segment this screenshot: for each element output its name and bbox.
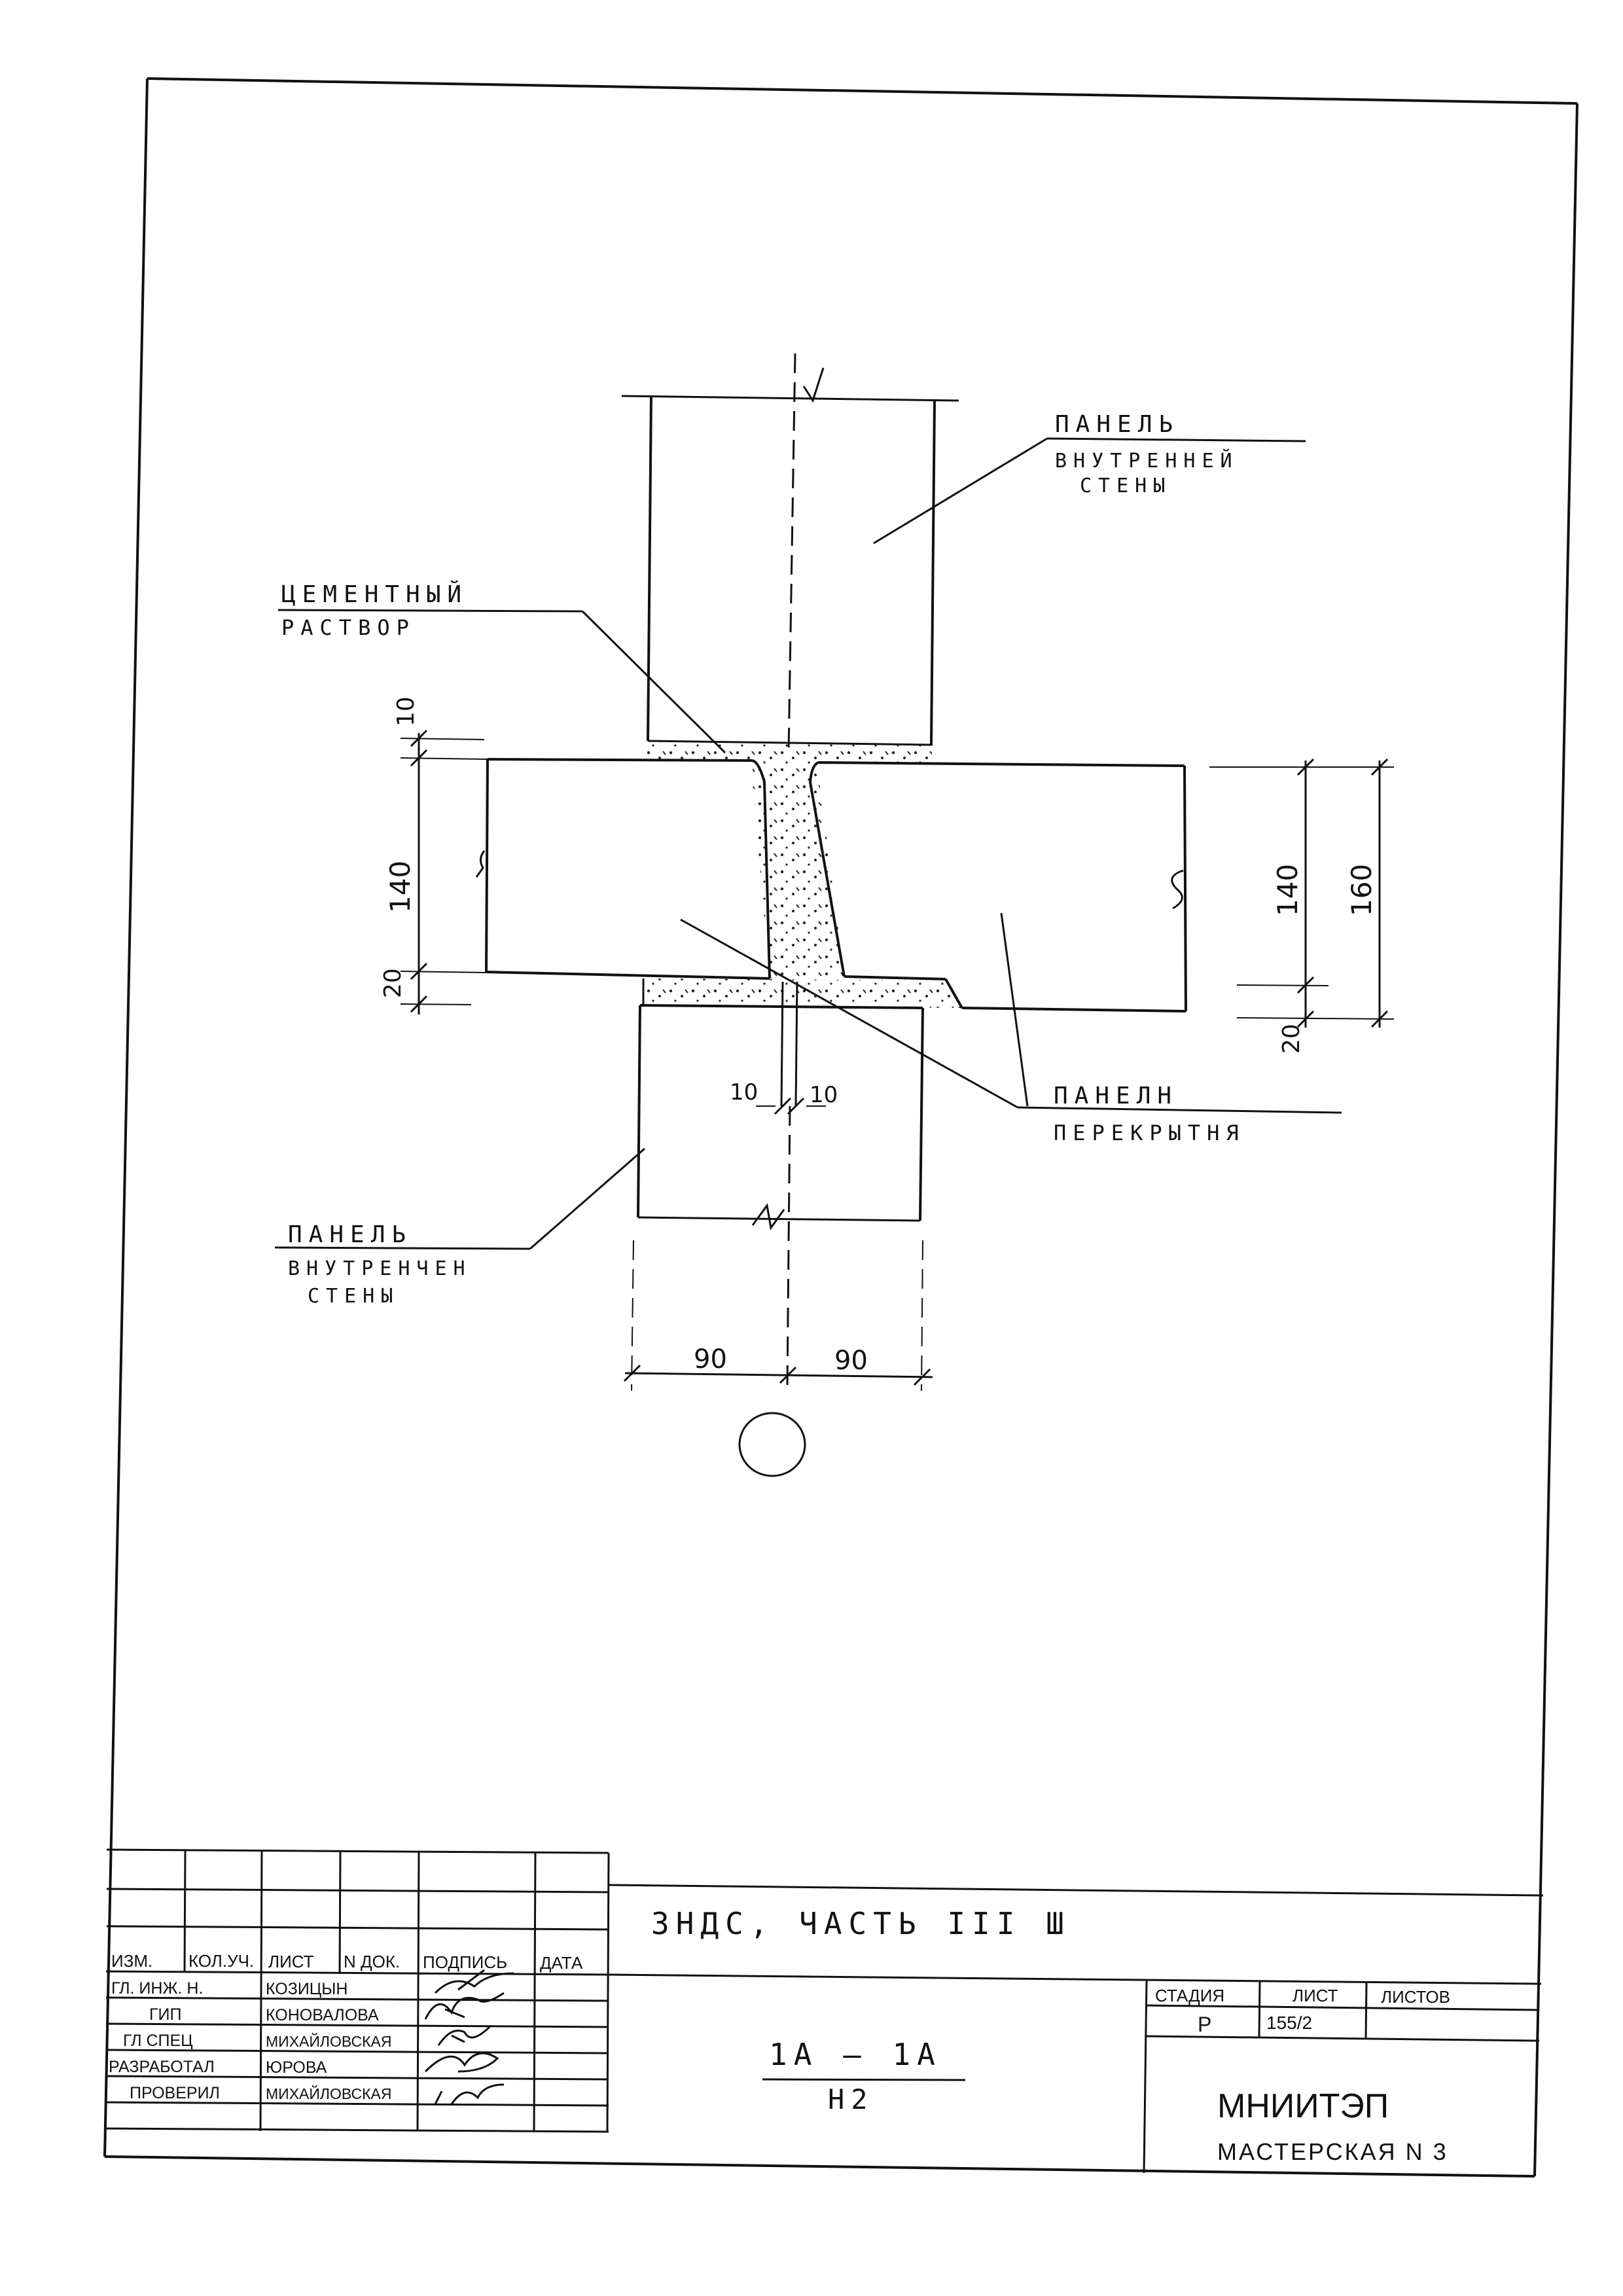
sheet-value: 155/2	[1266, 2013, 1312, 2033]
signature-rows: ГЛ. ИНЖ. Н. КОЗИЦЫН ГИП КОНОВАЛОВА ГЛ СП…	[109, 1979, 391, 2102]
stage-value: Р	[1198, 2013, 1211, 2036]
dim-left-top-joint: 10	[393, 696, 419, 726]
label-lower-panel-line2: ВНУТРЕНЧЕН	[288, 1257, 472, 1280]
section-name: 1А – 1А	[769, 2037, 942, 2072]
workshop-name: МАСТЕРСКАЯ N 3	[1217, 2138, 1448, 2165]
lower-wall-panel	[637, 981, 924, 1388]
dim-gap-left: 10	[730, 1079, 758, 1105]
leader-lines	[274, 437, 1342, 1250]
header-izm: ИЗМ.	[111, 1951, 152, 1971]
label-slab-line2: ПЕРЕКРЫТНЯ	[1054, 1121, 1245, 1145]
row-name-4: ЮРОВА	[266, 2058, 327, 2077]
floor-slab-right	[475, 761, 1187, 1013]
upper-wall-panel	[621, 353, 959, 753]
header-data: ДАТА	[540, 1953, 583, 1973]
row-name-3: МИХАЙЛОВСКАЯ	[266, 2032, 391, 2050]
dim-right-total: 160	[1346, 864, 1378, 916]
bottom-mortar-joint	[643, 978, 961, 1008]
sheet-label: ЛИСТ	[1293, 1986, 1338, 2005]
row-name-2: КОНОВАЛОВА	[266, 2006, 379, 2024]
dim-width-right: 90	[834, 1346, 868, 1376]
row-name-5: МИХАЙЛОВСКАЯ	[266, 2085, 391, 2102]
header-podpis: ПОДПИСЬ	[423, 1952, 507, 1972]
dim-left-bottom-joint: 20	[380, 968, 406, 998]
project-title: ЗНДС, ЧАСТЬ III Ш	[651, 1906, 1071, 1941]
dim-gap-right: 10	[810, 1082, 838, 1108]
header-list: ЛИСТ	[268, 1952, 314, 1971]
row-name-1: КОЗИЦЫН	[266, 1980, 348, 1998]
title-block: ИЗМ. КОЛ.УЧ. ЛИСТ N ДОК. ПОДПИСЬ ДАТА ГЛ…	[105, 1848, 1544, 2174]
label-lower-panel-line1: ПАНЕЛЬ	[288, 1221, 412, 1248]
label-mortar-line1: ЦЕМЕНТНЫЙ	[281, 581, 468, 608]
label-upper-wall-panel: ПАНЕЛЬ ВНУТРЕННЕЙ СТЕНЫ	[1055, 411, 1239, 497]
sheet-frame	[103, 77, 1578, 2178]
row-role-1: ГЛ. ИНЖ. Н.	[111, 1979, 203, 1998]
dim-right-slab: 140	[1272, 864, 1304, 916]
row-role-2: ГИП	[149, 2005, 181, 2024]
row-role-3: ГЛ СПЕЦ	[123, 2032, 193, 2050]
handwritten-signatures	[424, 1969, 514, 2105]
top-mortar-joint	[647, 741, 933, 978]
label-lower-panel-line3: СТЕНЫ	[308, 1285, 399, 1308]
dim-left-slab: 140	[384, 861, 416, 913]
dim-right-bottom-joint: 20	[1278, 1024, 1305, 1054]
header-n-dok: N ДОК.	[344, 1952, 400, 1971]
title-block-header: ИЗМ. КОЛ.УЧ. ЛИСТ N ДОК. ПОДПИСЬ ДАТА	[111, 1951, 583, 1973]
label-mortar-line2: РАСТВОР	[281, 615, 416, 640]
node-code: Н2	[828, 2083, 874, 2115]
node-marker-circle	[738, 1412, 806, 1477]
stage-label: СТАДИЯ	[1155, 1986, 1224, 2005]
label-floor-slab: ПАНЕЛН ПЕРЕКРЫТНЯ	[1054, 1083, 1245, 1145]
row-role-4: РАЗРАБОТАЛ	[109, 2058, 215, 2076]
dim-width-left: 90	[694, 1344, 727, 1374]
header-kol-uch: КОЛ.УЧ.	[188, 1951, 254, 1971]
row-role-5: ПРОВЕРИЛ	[130, 2084, 220, 2102]
joint-section-drawing: ПАНЕЛЬ ВНУТРЕННЕЙ СТЕНЫ ЦЕМЕНТНЫЙ РАСТВО…	[274, 353, 1395, 1477]
label-upper-panel-line1: ПАНЕЛЬ	[1055, 411, 1179, 438]
label-lower-wall-panel: ПАНЕЛЬ ВНУТРЕНЧЕН СТЕНЫ	[288, 1221, 472, 1308]
dimension-texts: 10 140 20 140 160 20 10 10 90 90	[380, 696, 1378, 1376]
label-cement-mortar: ЦЕМЕНТНЫЙ РАСТВОР	[281, 581, 468, 640]
label-upper-panel-line3: СТЕНЫ	[1080, 475, 1171, 497]
organization-name: МНИИТЭП	[1217, 2087, 1389, 2125]
floor-slab-left	[485, 758, 771, 980]
label-slab-line1: ПАНЕЛН	[1054, 1083, 1178, 1109]
label-upper-panel-line2: ВНУТРЕННЕЙ	[1055, 449, 1239, 473]
dimension-lines	[400, 729, 1395, 1391]
sheets-label: ЛИСТОВ	[1381, 1987, 1450, 2007]
